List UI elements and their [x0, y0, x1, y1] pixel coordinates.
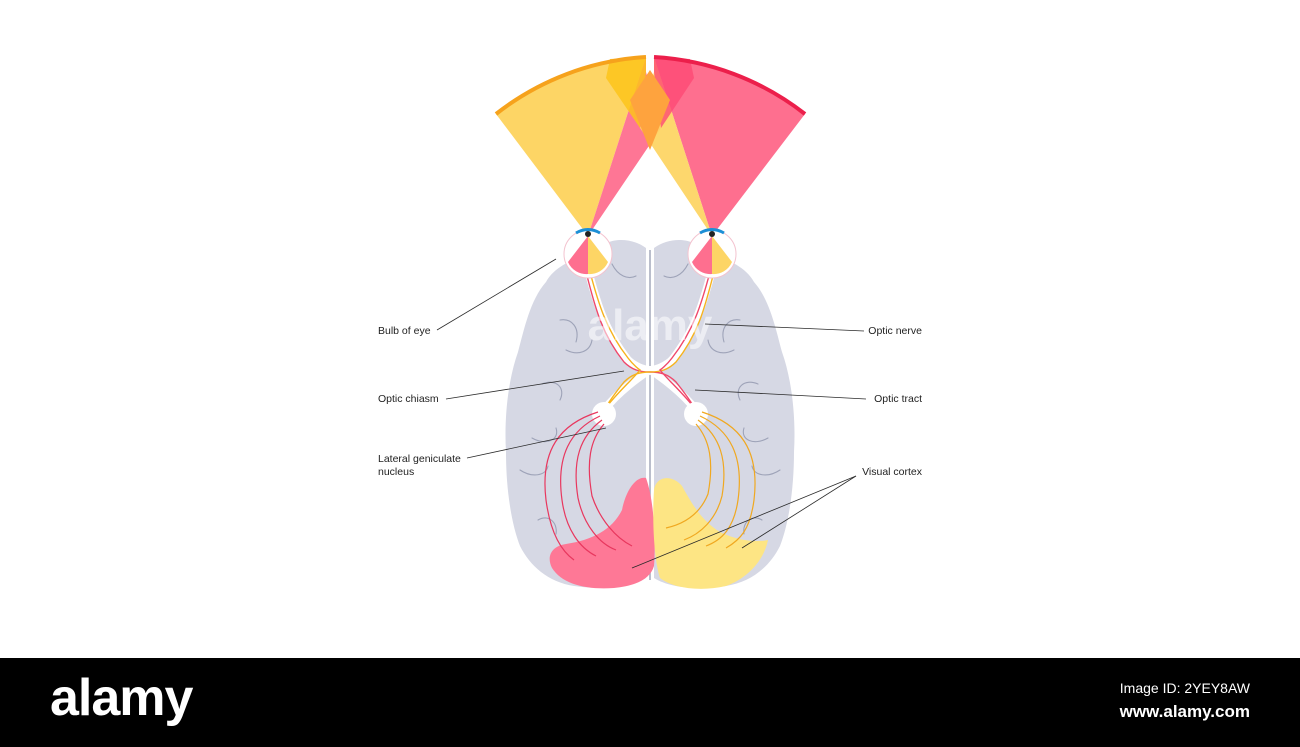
visual-cortex: [549, 477, 768, 589]
label-visual-cortex: Visual cortex: [862, 466, 923, 478]
binocular-overlap: [630, 70, 670, 150]
left-field-rim: [494, 55, 647, 116]
right-eyeball: [687, 228, 737, 279]
visual-field: [494, 55, 807, 236]
left-optic-nerve-fiber-yellow: [589, 271, 642, 411]
left-iris-icon: [585, 231, 591, 237]
right-field-rim: [653, 55, 807, 116]
left-eye-visual-field: [496, 57, 646, 236]
visual-pathway-diagram: alamy Bulb of eye Optic chiasm Lateral g…: [378, 55, 923, 589]
label-lateral-geniculate-line1: Lateral geniculate: [378, 453, 461, 465]
label-lateral-geniculate-line2: nucleus: [378, 466, 414, 478]
labels: Bulb of eye Optic chiasm Lateral genicul…: [378, 325, 923, 478]
image-id: Image ID: 2YEY8AW: [1119, 680, 1250, 696]
alamy-logo[interactable]: alamy: [50, 669, 193, 727]
label-bulb-of-eye: Bulb of eye: [378, 325, 431, 337]
lgn-left: [592, 402, 616, 426]
right-iris-icon: [709, 231, 715, 237]
visual-cortex-right: [653, 478, 768, 589]
label-optic-chiasm: Optic chiasm: [378, 393, 439, 405]
leader-lines: [436, 258, 867, 569]
lateral-geniculate-nuclei: [592, 402, 708, 426]
right-eye-visual-field: [654, 57, 805, 236]
lgn-right: [684, 402, 708, 426]
label-optic-nerve: Optic nerve: [868, 325, 922, 337]
right-optic-nerve-fiber-yellow: [603, 271, 715, 411]
right-optic-nerve-fiber-pink: [658, 271, 711, 411]
watermark: alamy: [588, 301, 713, 350]
stock-footer-bar: alamy Image ID: 2YEY8AW www.alamy.com: [0, 658, 1300, 747]
left-eyeball: [563, 228, 613, 279]
site-url[interactable]: www.alamy.com: [1119, 702, 1250, 721]
optic-radiations: [544, 411, 756, 561]
label-optic-tract: Optic tract: [874, 393, 922, 405]
visual-cortex-left: [549, 477, 655, 589]
